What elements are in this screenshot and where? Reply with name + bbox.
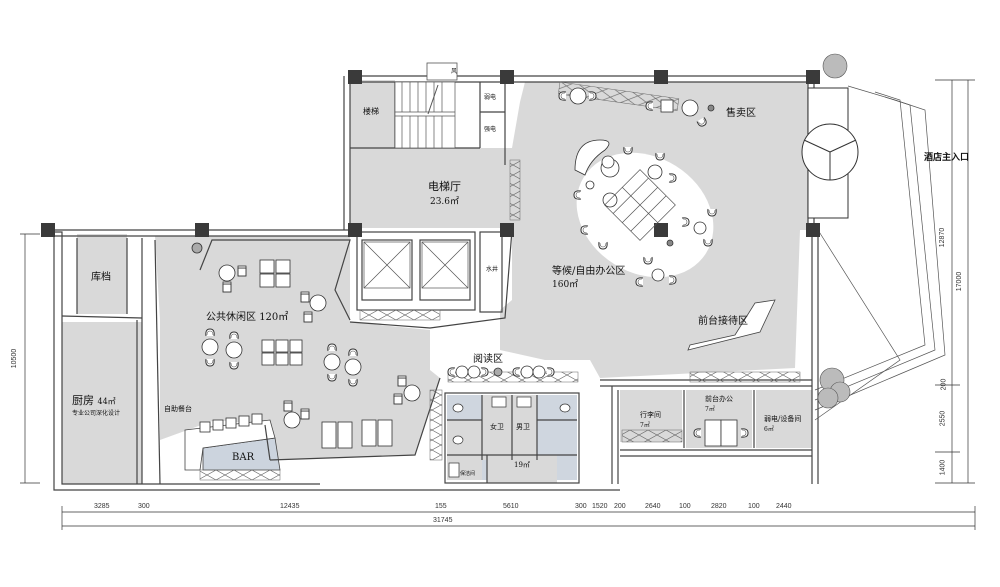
dim-left: 10500	[11, 348, 19, 369]
label-electric: 弱电	[484, 94, 497, 101]
dim-bottom-8: 2640	[645, 503, 661, 510]
dim-right-3: 1400	[939, 459, 947, 476]
label-storage: 库档	[91, 272, 111, 283]
office-furniture	[573, 139, 717, 287]
label-reception: 前台接待区	[698, 316, 748, 327]
label-front-office: 前台办公 7㎡	[705, 395, 733, 413]
dim-bottom-total: 31745	[433, 517, 453, 524]
dimension-lines	[20, 79, 976, 530]
office-oval	[576, 152, 714, 278]
revolving-door	[801, 87, 859, 219]
dim-bottom-11: 100	[748, 503, 760, 510]
dim-right-1: 200	[940, 378, 948, 391]
dim-bottom-4: 5610	[503, 503, 519, 510]
structural-columns	[41, 70, 820, 237]
label-kitchen: 厨房 44㎡ 专业公司深化设计	[72, 394, 121, 417]
label-sales: 售卖区	[726, 108, 756, 119]
stair-floor	[350, 80, 395, 150]
dim-right-2: 2550	[939, 410, 947, 427]
label-male-wc: 男卫	[516, 423, 530, 431]
dim-bottom-1: 300	[138, 503, 150, 510]
stair-treads	[394, 81, 456, 149]
label-elevator-hall: 电梯厅 23.6㎡	[428, 180, 461, 207]
dim-right-total: 17000	[956, 271, 964, 292]
label-wc-area: 19㎡	[514, 461, 530, 469]
kitchen-floor	[62, 322, 142, 484]
dim-bottom-7: 200	[614, 503, 626, 510]
label-reading: 阅读区	[473, 354, 503, 365]
dim-right-0: 12870	[939, 227, 947, 248]
dim-bottom-6: 1520	[592, 503, 608, 510]
lounge-furniture	[191, 242, 421, 449]
dim-bottom-0: 3285	[94, 503, 110, 510]
equipment-floor	[756, 390, 812, 448]
dim-bottom-12: 2440	[776, 503, 792, 510]
dim-bottom-10: 2820	[711, 503, 727, 510]
tree-icon	[817, 53, 851, 409]
label-buffet: 自助餐台	[164, 405, 192, 413]
label-waiting-office: 等候/自由办公区 160㎡	[552, 266, 626, 290]
dim-bottom-5: 300	[575, 503, 587, 510]
reception-counter	[687, 299, 776, 351]
label-water-well: 水井	[486, 266, 499, 273]
label-stair: 楼梯	[363, 107, 379, 116]
label-bar: BAR	[232, 452, 255, 463]
dim-bottom-3: 155	[435, 503, 447, 510]
label-lounge: 公共休闲区 120㎡	[206, 312, 289, 323]
storage-floor	[77, 234, 127, 314]
label-hotel-entrance: 酒店主入口	[924, 153, 970, 163]
label-luggage: 行李间 7㎡	[640, 411, 661, 429]
label-female-wc: 女卫	[490, 423, 504, 431]
label-equipment: 弱电/设备间 6㎡	[764, 415, 802, 433]
dim-bottom-9: 100	[679, 503, 691, 510]
reading-furniture	[447, 365, 555, 379]
label-cleaning: 保洁间	[460, 471, 476, 477]
sales-furniture	[558, 87, 715, 129]
elevator-hall-floor	[350, 148, 510, 228]
label-electric-2: 强电	[484, 126, 497, 133]
dim-bottom-2: 12435	[280, 503, 300, 510]
label-wind: 风	[451, 68, 458, 75]
